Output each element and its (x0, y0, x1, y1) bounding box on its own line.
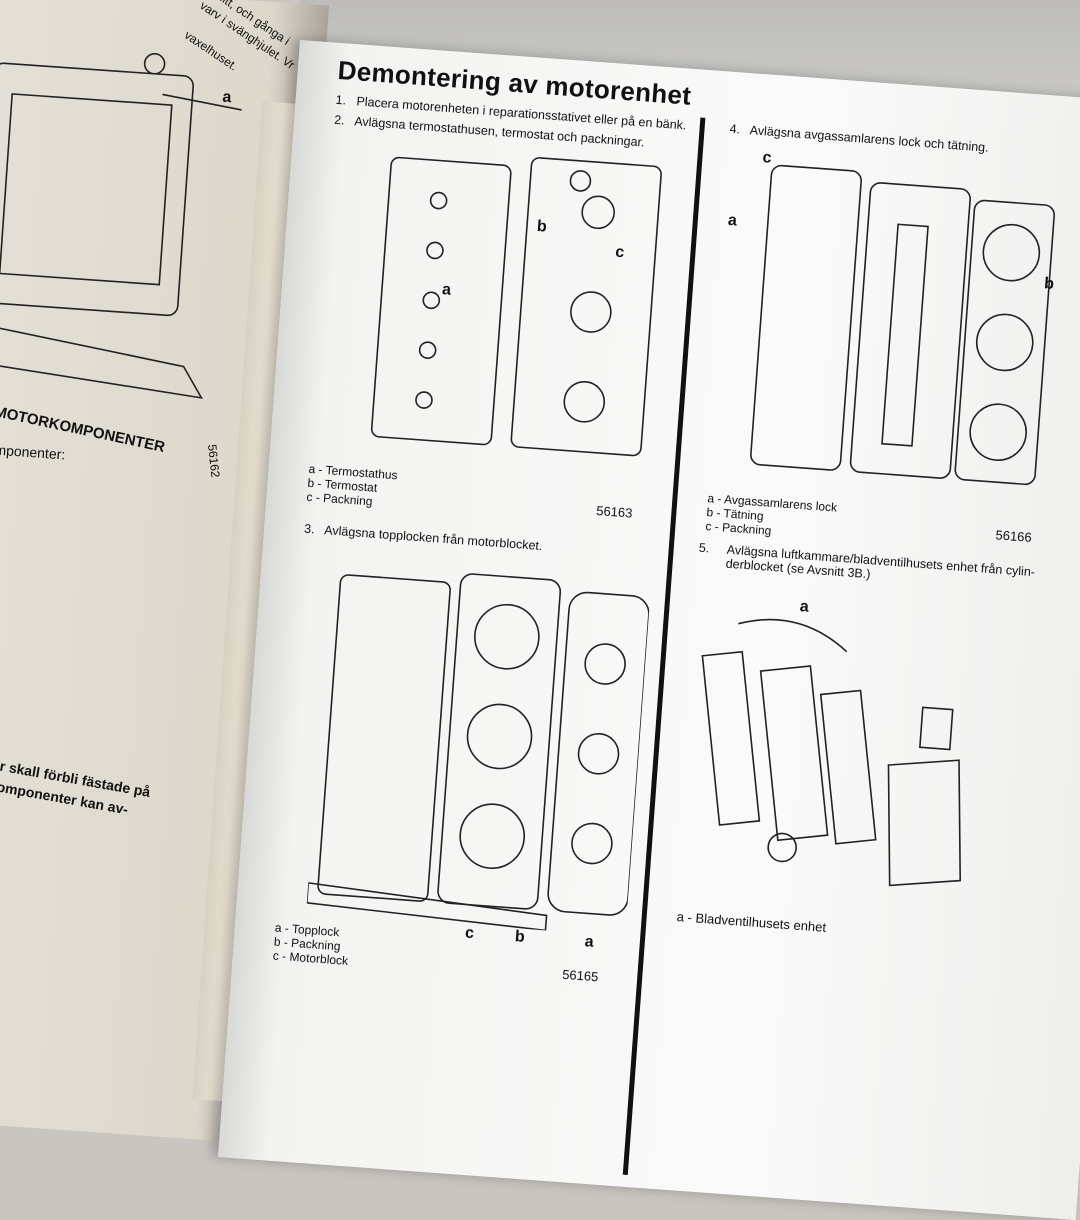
subline: orkomponenter: (0, 439, 66, 463)
step-text: Avlägsna topplocken från motorblocket. (323, 523, 543, 554)
thermostat-diagram (370, 156, 662, 457)
left-page: mitt, och gånga i varv i svänghjulet. Vr… (0, 0, 330, 1144)
figure-number: 56162 (205, 443, 223, 479)
step-number: 5. (698, 540, 710, 556)
engine-diagram-left (0, 52, 242, 399)
exhaust-cover-diagram (750, 164, 1055, 486)
figure-number: 56163 (595, 502, 633, 521)
figure-number: 56165 (561, 966, 599, 985)
cylinder-head-diagram (306, 573, 650, 932)
callout-a: a (441, 281, 452, 299)
step-number: 1. (335, 92, 347, 108)
callout-b: b (514, 928, 526, 946)
callout-b: b (536, 217, 548, 236)
step-text: Avlägsna luftkammare/bladventilhusets en… (725, 542, 1036, 582)
step-number: 2. (333, 112, 346, 128)
callout-c: c (761, 149, 773, 167)
step-number: 3. (303, 521, 316, 537)
right-page: Demontering av motorenhet 1. Placera mot… (217, 40, 1080, 1220)
callout-a: a (221, 88, 232, 107)
callout-a: a (799, 598, 810, 616)
callout-a: a (584, 933, 595, 951)
callout-b: b (1043, 275, 1055, 293)
legend-item: a - Bladventilhusets enhet (676, 908, 827, 935)
reed-valve-diagram (701, 618, 962, 887)
step-text: Avlägsna avgassamlarens lock och tätning… (749, 123, 990, 155)
figure-number: 56166 (995, 527, 1033, 545)
callout-c: c (464, 924, 475, 943)
step-number: 4. (729, 121, 741, 137)
callout-a: a (727, 211, 738, 230)
callout-c: c (614, 243, 625, 262)
